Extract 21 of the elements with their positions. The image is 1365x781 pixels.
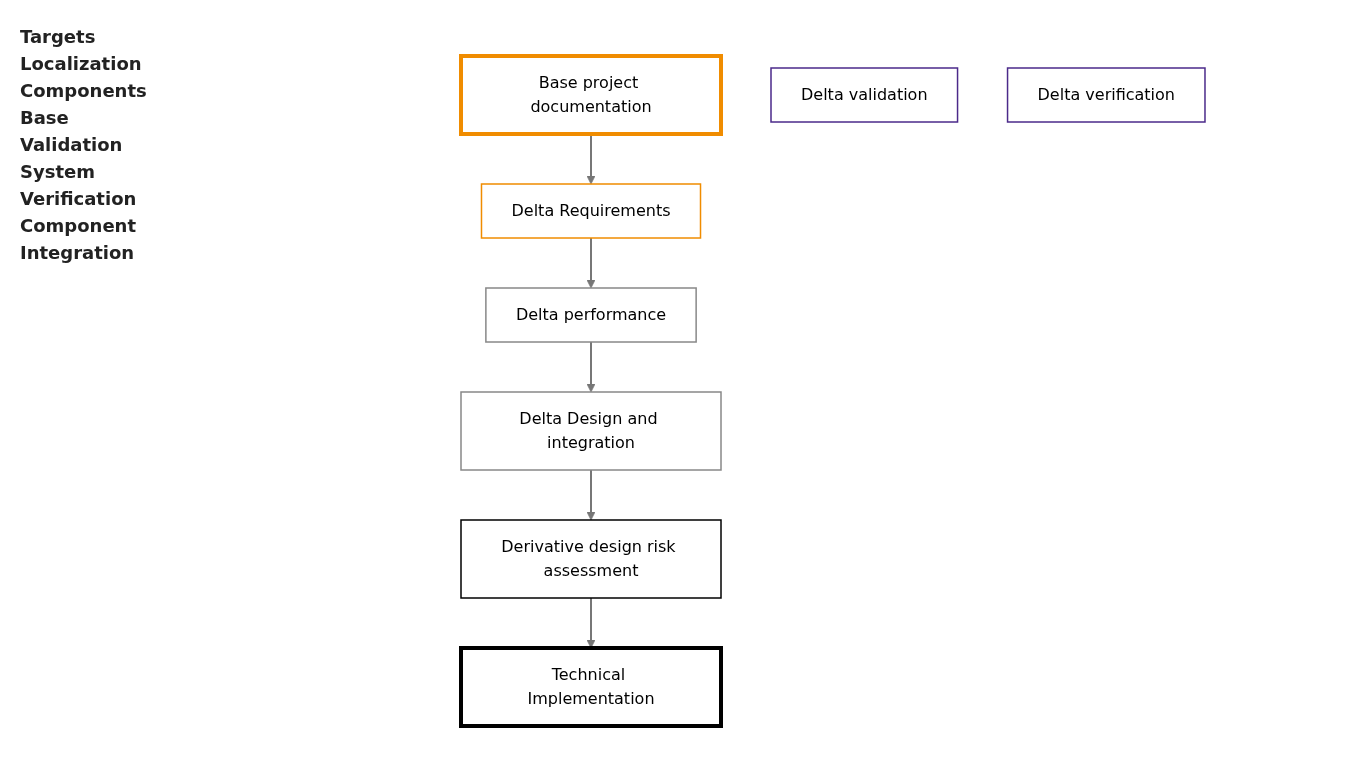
label-text: Integration xyxy=(20,242,136,263)
node-box: Delta performance xyxy=(484,286,697,343)
label-text: Component xyxy=(20,215,138,236)
label-text: Verification xyxy=(20,188,138,209)
label-text: Base xyxy=(20,107,70,128)
node-box: Technical Implementation xyxy=(458,645,723,728)
node-box: Delta Requirements xyxy=(480,182,701,239)
node-box: Base project documentation xyxy=(458,53,723,136)
arrow xyxy=(586,340,595,392)
arrow xyxy=(586,236,595,288)
node-box: Delta verification xyxy=(1006,66,1206,123)
node-box: Delta Design and integration xyxy=(459,390,722,471)
node-box: Delta validation xyxy=(769,66,958,123)
label-text: Validation xyxy=(20,134,124,155)
label-text: Targets xyxy=(20,26,97,47)
label-text: Components xyxy=(20,80,148,101)
node-box: Derivative design risk assessment xyxy=(459,518,722,599)
arrow xyxy=(586,596,595,648)
label-text: Localization xyxy=(20,53,143,74)
arrow xyxy=(586,468,595,520)
label-text: System xyxy=(20,161,96,182)
